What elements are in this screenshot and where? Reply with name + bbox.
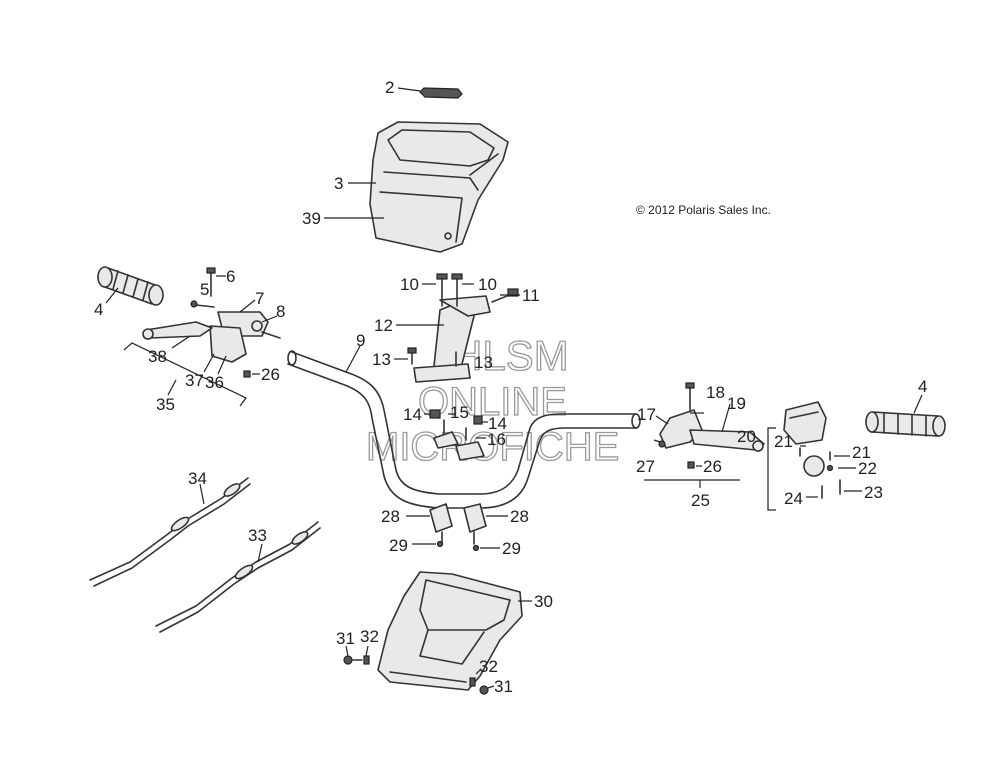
part-33-cable[interactable] [155,521,321,633]
callout-27: 27 [636,457,655,476]
callout-13-a: 13 [372,350,391,369]
callout-31-b: 31 [494,677,513,696]
callout-32-a: 32 [360,627,379,646]
part-12-riser-bracket[interactable] [394,273,520,383]
callout-19: 19 [727,394,746,413]
part-4-right-grip[interactable] [865,394,946,437]
callout-4-right: 4 [918,377,927,396]
callout-14-b: 14 [488,414,507,433]
bracket-20 [767,427,776,511]
callout-28-b: 28 [510,507,529,526]
callout-23: 23 [864,483,883,502]
callout-12: 12 [374,316,393,335]
part-right-brake-lever[interactable] [653,382,765,469]
callout-24: 24 [784,489,803,508]
callout-21-a: 21 [852,443,871,462]
callout-29-b: 29 [502,539,521,558]
callout-3: 3 [334,174,343,193]
callout-9: 9 [356,331,365,350]
callout-26-left: 26 [261,365,280,384]
part-3-headlight-pod[interactable] [348,121,509,253]
callout-39: 39 [302,209,321,228]
part-4-left-grip[interactable] [97,266,164,306]
callout-10-a: 10 [400,275,419,294]
callout-7: 7 [255,289,264,308]
callout-11: 11 [522,286,540,305]
callout-34: 34 [188,469,207,488]
part-30-lower-pod[interactable] [377,571,532,691]
callout-38: 38 [148,347,167,366]
callout-35: 35 [156,395,175,414]
callout-37: 37 [185,371,204,390]
callout-14-a: 14 [403,405,422,424]
part-14-16-clamp-hardware[interactable] [424,409,488,461]
callout-25: 25 [691,491,710,510]
part-28-lower-clamps[interactable] [406,503,508,545]
part-29-bolts[interactable] [412,540,500,552]
callout-21-b: 21 [774,432,793,451]
watermark: HLSM ONLINE MICROFICHE [365,331,620,469]
part-left-master-cylinder[interactable] [142,267,281,378]
callout-26-right: 26 [703,457,722,476]
callout-29-a: 29 [389,536,408,555]
callout-22: 22 [858,459,877,478]
copyright-text: © 2012 Polaris Sales Inc. [636,203,771,217]
callout-5: 5 [200,280,209,299]
part-9-handlebar[interactable] [287,345,641,509]
callout-10-b: 10 [478,275,497,294]
callout-15: 15 [450,403,469,422]
callout-30: 30 [534,592,553,611]
callout-32-b: 32 [479,657,498,676]
callout-4-left: 4 [94,300,103,319]
callout-16: 16 [487,430,506,449]
watermark-line-3: MICROFICHE [366,425,619,469]
callout-33: 33 [248,526,267,545]
part-31-32-screws[interactable] [343,645,495,695]
callout-18: 18 [706,383,725,402]
callout-28-a: 28 [381,507,400,526]
callout-2: 2 [385,78,394,97]
callout-6: 6 [226,267,235,286]
part-2-emblem[interactable] [397,87,463,99]
callout-31-a: 31 [336,629,355,648]
part-20-throttle-switch[interactable] [783,401,862,499]
watermark-line-1: HLSM [452,332,569,379]
part-34-cable[interactable] [89,477,251,587]
callout-8: 8 [276,302,285,321]
callout-13-b: 13 [474,353,493,372]
callout-17: 17 [637,405,656,424]
callout-20: 20 [737,427,756,446]
bracket-35 [123,342,247,407]
